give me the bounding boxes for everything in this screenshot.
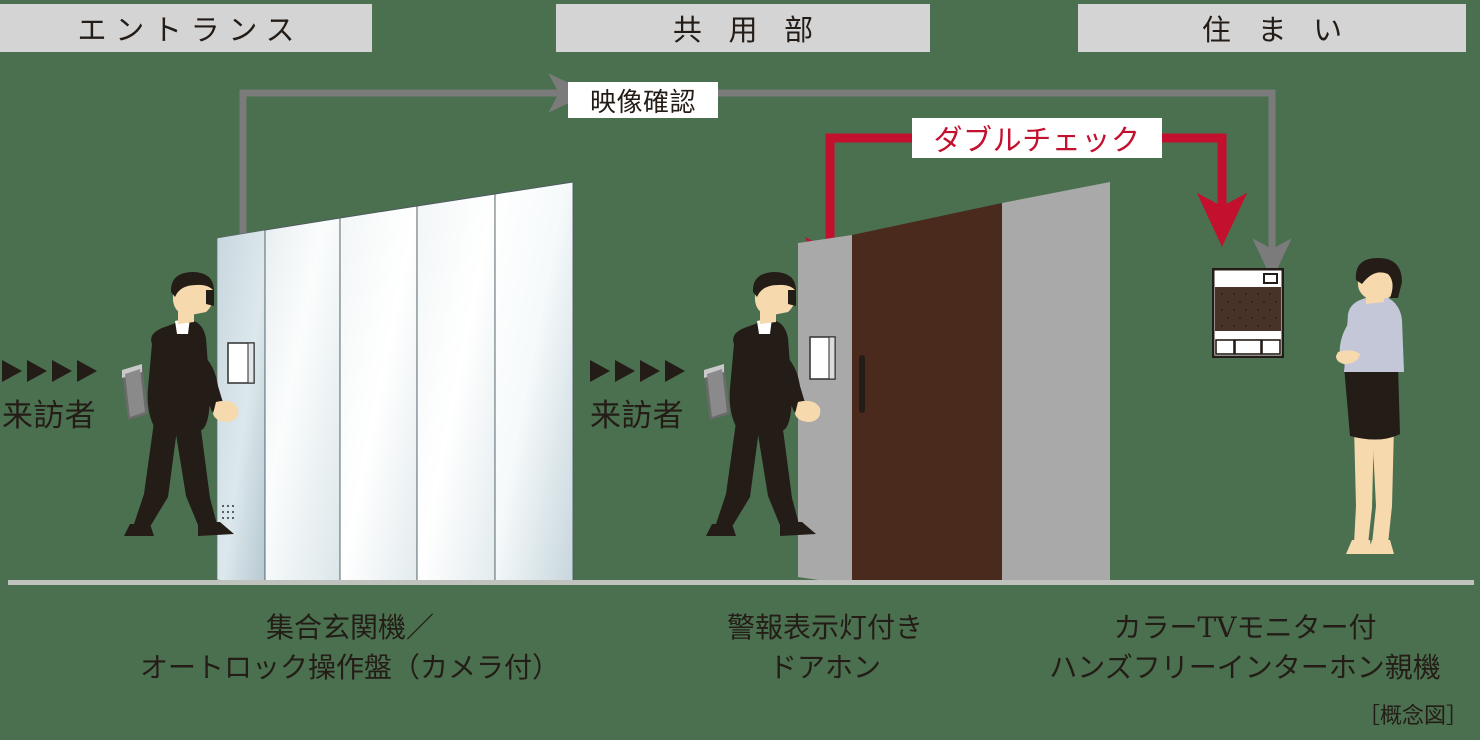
wire-video-check-down <box>718 89 1292 281</box>
chevron-right-icon <box>590 360 610 382</box>
visitor-1-briefcase <box>122 364 148 420</box>
entrance-intercom-panel-seam <box>247 342 255 384</box>
visitor-2-torso <box>729 319 792 430</box>
common-area-entry-door <box>798 182 1110 585</box>
chevron-right-icon <box>52 360 72 382</box>
visitor-2-briefcase <box>704 364 730 420</box>
zone-tab-common: 共 用 部 <box>556 4 930 52</box>
caption-common: 警報表示灯付き ドアホン <box>726 611 923 684</box>
visitor-1-leg-back <box>132 422 178 530</box>
visitor-2-arm <box>770 350 806 412</box>
chevron-right-icon <box>665 360 685 382</box>
visitor-2-hand <box>795 400 821 422</box>
visitor-1-hair <box>170 272 214 297</box>
visitor-2-label: 来訪者 <box>590 398 684 434</box>
chevron-right-icon <box>77 360 97 382</box>
visitor-2-leg-front <box>756 422 800 530</box>
apartment-wood-door <box>852 203 1002 585</box>
resident-foot-back <box>1346 540 1372 554</box>
chevron-right-icon <box>2 360 22 382</box>
callout-double-check: ダブルチェック <box>912 118 1162 158</box>
callout-double-check-label: ダブルチェック <box>933 123 1141 157</box>
callout-video-check-label: 映像確認 <box>589 87 697 118</box>
indoor-monitor-button-3[interactable] <box>1261 339 1281 355</box>
visitor-1-chevrons <box>2 358 97 384</box>
visitor-1-torso <box>147 319 210 430</box>
callout-video-check: 映像確認 <box>568 82 718 118</box>
common-wall-right <box>1002 182 1110 585</box>
caption-home: カラーTVモニター付 ハンズフリーインターホン親機 <box>1049 611 1441 684</box>
glass-panel-5 <box>494 181 574 585</box>
caption-entrance: 集合玄関機／ オートロック操作盤（カメラ付） <box>139 611 560 684</box>
visitor-label-group-2: 来訪者 <box>590 358 685 435</box>
glass-panel-2 <box>264 217 341 585</box>
visitor-1-sideburn <box>206 290 214 306</box>
common-wall-left <box>798 235 852 585</box>
entrance-glass-doors <box>216 181 574 585</box>
visitor-1-shoe-back <box>124 524 154 536</box>
entrance-speaker-grille <box>221 504 235 520</box>
chevron-right-icon <box>640 360 660 382</box>
door-handle[interactable] <box>859 355 865 413</box>
resident-skirt <box>1344 366 1400 440</box>
indoor-monitor-button-2[interactable] <box>1234 339 1262 355</box>
zone-tab-home-label: 住 ま い <box>1201 13 1351 47</box>
visitor-2-hair <box>752 272 796 297</box>
visitor-1-label: 来訪者 <box>2 398 96 434</box>
visitor-figure-2 <box>704 272 821 536</box>
indoor-monitor-led <box>1263 273 1278 284</box>
wire-double-check-down <box>804 133 912 291</box>
indoor-monitor-screen <box>1215 287 1281 331</box>
entrance-panel-pillar <box>216 229 266 585</box>
resident-leg-back <box>1354 426 1374 544</box>
zone-tab-entrance-label: エントランス <box>77 13 304 47</box>
ground-line <box>8 580 1474 585</box>
glass-panel-3 <box>339 205 418 585</box>
indoor-monitor[interactable] <box>1212 268 1284 358</box>
indoor-monitor-button-1[interactable] <box>1215 339 1235 355</box>
zone-tab-entrance: エントランス <box>0 4 372 52</box>
visitor-1-hand <box>213 400 239 422</box>
visitor-1-leg-front <box>174 422 218 530</box>
door-phone-panel-seam <box>828 336 836 380</box>
visitor-2-sideburn <box>788 290 796 306</box>
zone-tab-common-label: 共 用 部 <box>672 13 822 47</box>
glass-panel-4 <box>416 193 496 585</box>
visitor-2-chevrons <box>590 358 685 384</box>
visitor-label-group-1: 来訪者 <box>2 358 97 435</box>
resident-leg-front <box>1372 426 1394 544</box>
visitor-2-leg-back <box>714 422 760 530</box>
visitor-1-arm <box>188 350 224 412</box>
resident-foot-front <box>1368 540 1394 554</box>
concept-note: ［概念図］ <box>1357 704 1468 729</box>
visitor-1-shoe-front <box>198 522 234 536</box>
visitor-figure-1 <box>122 272 239 536</box>
chevron-right-icon <box>27 360 47 382</box>
resident-blouse <box>1344 296 1404 372</box>
visitor-2-shoe-front <box>780 522 816 536</box>
resident-hand <box>1336 350 1360 364</box>
resident-hair <box>1355 258 1402 298</box>
indoor-monitor-screen-dots <box>1221 293 1277 327</box>
resident-figure <box>1336 258 1404 554</box>
visitor-2-shoe-back <box>706 524 736 536</box>
wire-double-check-right <box>1162 133 1248 247</box>
zone-tab-home: 住 ま い <box>1078 4 1466 52</box>
chevron-right-icon <box>615 360 635 382</box>
